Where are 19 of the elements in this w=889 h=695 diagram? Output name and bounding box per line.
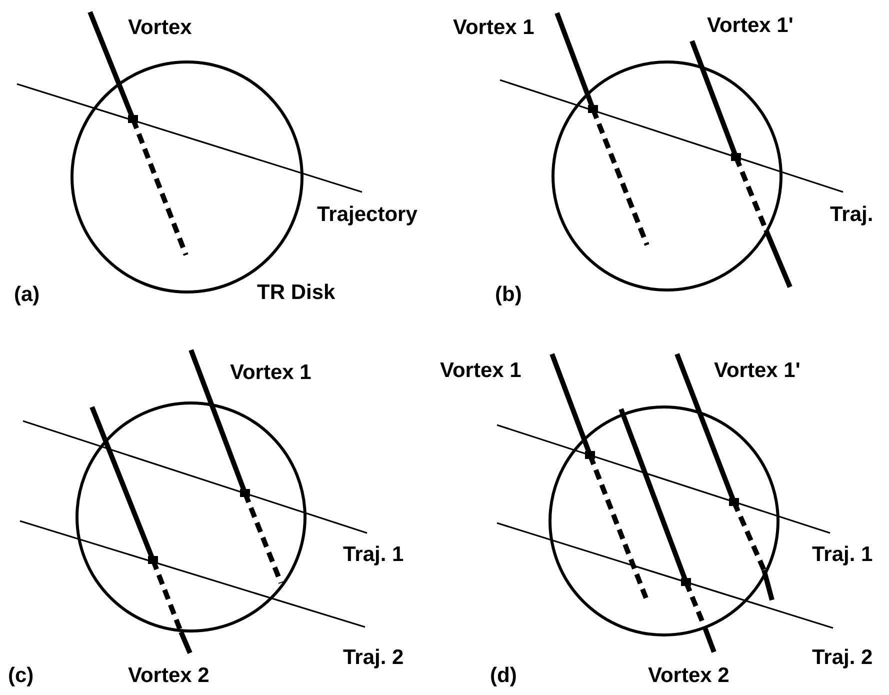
figure-label: Vortex 1' xyxy=(707,15,794,36)
figure-label: (d) xyxy=(490,665,517,686)
figure-label: Traj. 2 xyxy=(343,647,404,668)
figure-label: Vortex 1 xyxy=(230,362,312,383)
figure-label: Vortex 1 xyxy=(440,360,522,381)
figure-label: Vortex 1' xyxy=(714,360,800,381)
figure-label: TR Disk xyxy=(257,282,336,303)
figure-label: Traj. 1 xyxy=(343,544,404,565)
figure-label: Vortex 1 xyxy=(453,17,534,38)
figure-label: Traj. 1 xyxy=(812,544,873,565)
figure-label: (c) xyxy=(8,665,34,686)
figure-label: Vortex 2 xyxy=(128,665,210,686)
figure-label: Vortex xyxy=(128,17,192,38)
figure-label: Traj. xyxy=(830,204,874,225)
figure-label: Traj. 2 xyxy=(812,647,873,668)
figure-label: (b) xyxy=(495,284,522,305)
figure-label: Trajectory xyxy=(317,204,418,225)
figure-label: Vortex 2 xyxy=(648,665,730,686)
figure-label: (a) xyxy=(14,284,40,305)
